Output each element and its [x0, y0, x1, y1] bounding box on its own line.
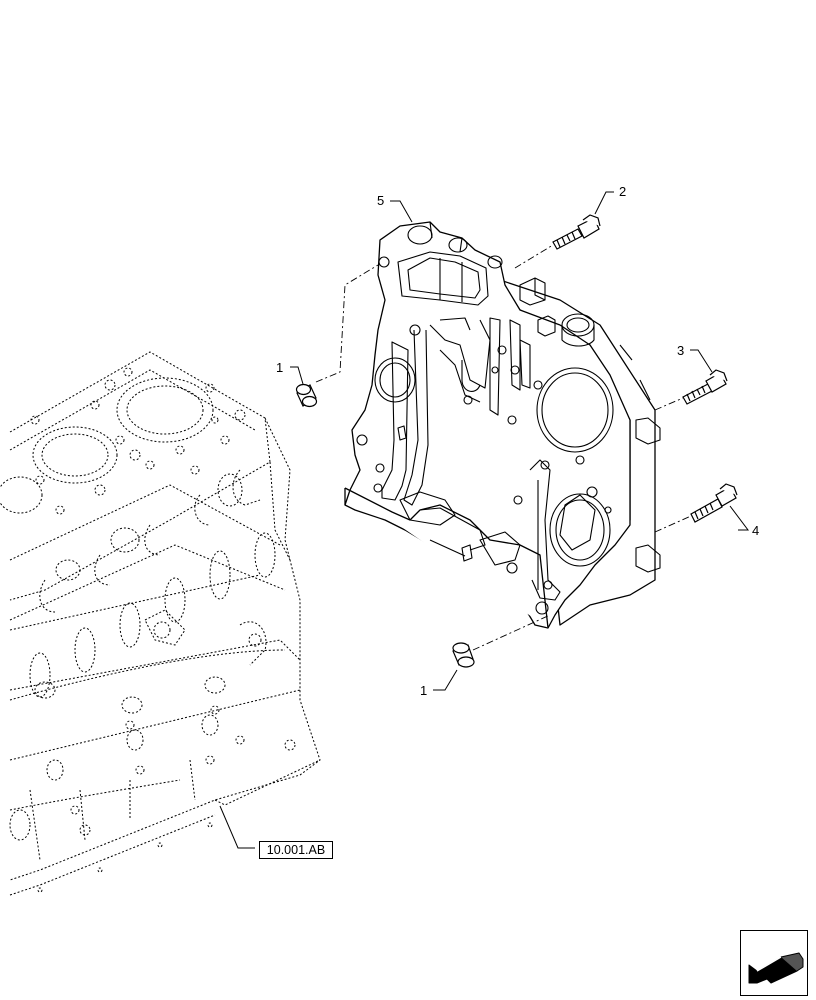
callout-1-upper: 1: [276, 360, 283, 375]
dowel-sleeve-lower: [452, 642, 475, 668]
callout-4: 4: [752, 523, 759, 538]
bolt-2: [552, 214, 601, 250]
callout-1-lower: 1: [420, 683, 427, 698]
dowel-sleeve-upper: [295, 383, 318, 408]
callout-5: 5: [377, 193, 384, 208]
assembly-lines: [315, 244, 692, 651]
previous-page-button[interactable]: [740, 930, 808, 996]
engine-block: [0, 351, 321, 881]
bolt-3: [682, 369, 728, 405]
engine-block-flange: [9, 759, 321, 896]
reference-link-10-001-ab[interactable]: 10.001.AB: [259, 841, 333, 859]
callout-2: 2: [619, 184, 626, 199]
bolt-4: [690, 483, 738, 523]
housing-details: [356, 221, 661, 615]
callout-3: 3: [677, 343, 684, 358]
callout-leaders: [219, 191, 749, 849]
timing-gear-housing: [344, 221, 656, 629]
previous-page-arrow-icon: [748, 952, 804, 984]
